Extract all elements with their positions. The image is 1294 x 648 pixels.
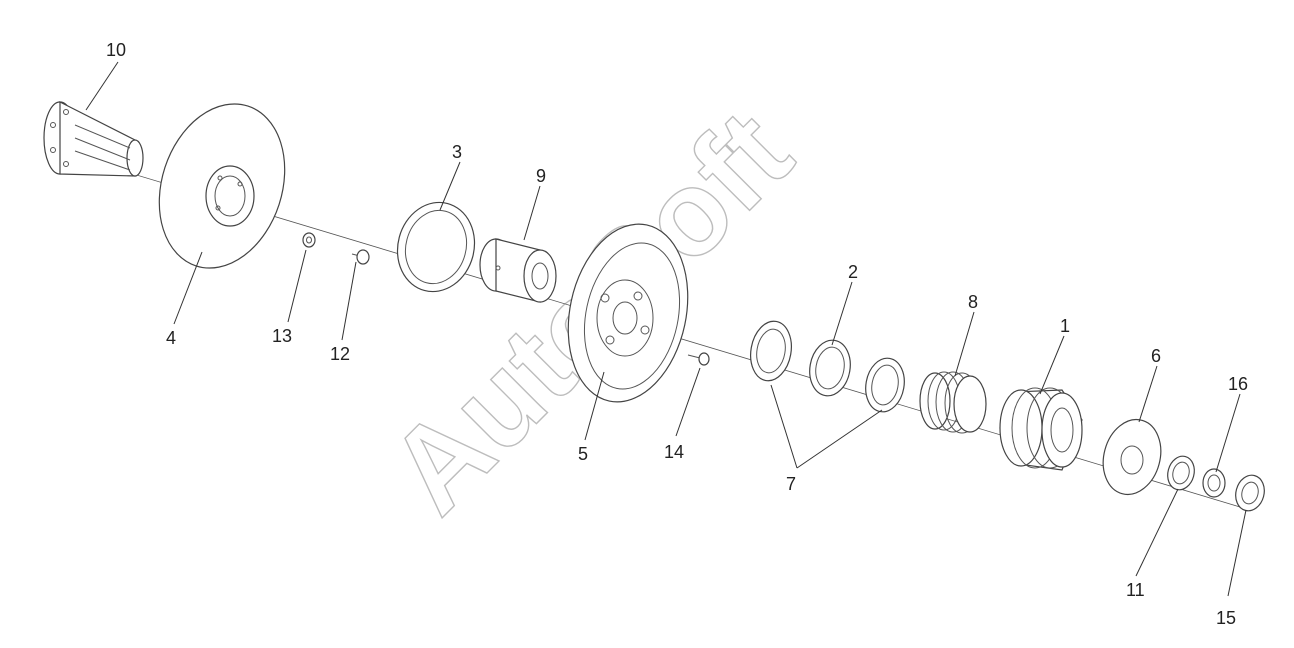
part-14-screw: [687, 352, 710, 366]
callout-10: 10: [106, 40, 126, 60]
callout-8: 8: [968, 292, 978, 312]
callout-2: 2: [848, 262, 858, 282]
leader-lines: [85, 61, 1247, 597]
callout-1: 1: [1060, 316, 1070, 336]
part-2-ring: [809, 339, 851, 397]
part-4-disc: [158, 103, 286, 269]
callout-16: 16: [1228, 374, 1248, 394]
callout-4: 4: [166, 328, 176, 348]
part-3-ring: [396, 201, 476, 293]
callout-15: 15: [1216, 608, 1236, 628]
part-8-spring: [919, 371, 987, 434]
callout-13: 13: [272, 326, 292, 346]
part-15-nut: [1235, 474, 1265, 512]
part-9-coupling: [479, 238, 557, 303]
callout-14: 14: [664, 442, 684, 462]
callout-9: 9: [536, 166, 546, 186]
callout-5: 5: [578, 444, 588, 464]
part-6-cap: [1102, 418, 1162, 496]
callout-11: 11: [1126, 580, 1145, 600]
callout-7: 7: [786, 474, 796, 494]
part-16-lock-washer: [1202, 468, 1226, 498]
part-12-bolt: [351, 249, 370, 265]
callout-6: 6: [1151, 346, 1161, 366]
callout-12: 12: [330, 344, 350, 364]
callouts: 10 4 3 9 13 12 5 14 2 8 1 6 16 7 11 15: [106, 40, 1248, 628]
part-11-ring: [1167, 455, 1195, 491]
callout-3: 3: [452, 142, 462, 162]
part-13-washer: [302, 232, 316, 248]
part-7-shims: [750, 320, 905, 413]
part-10-splined-hub: [43, 101, 144, 177]
part-1-bellows: [999, 387, 1083, 471]
part-5-pressure-plate: [567, 223, 689, 403]
